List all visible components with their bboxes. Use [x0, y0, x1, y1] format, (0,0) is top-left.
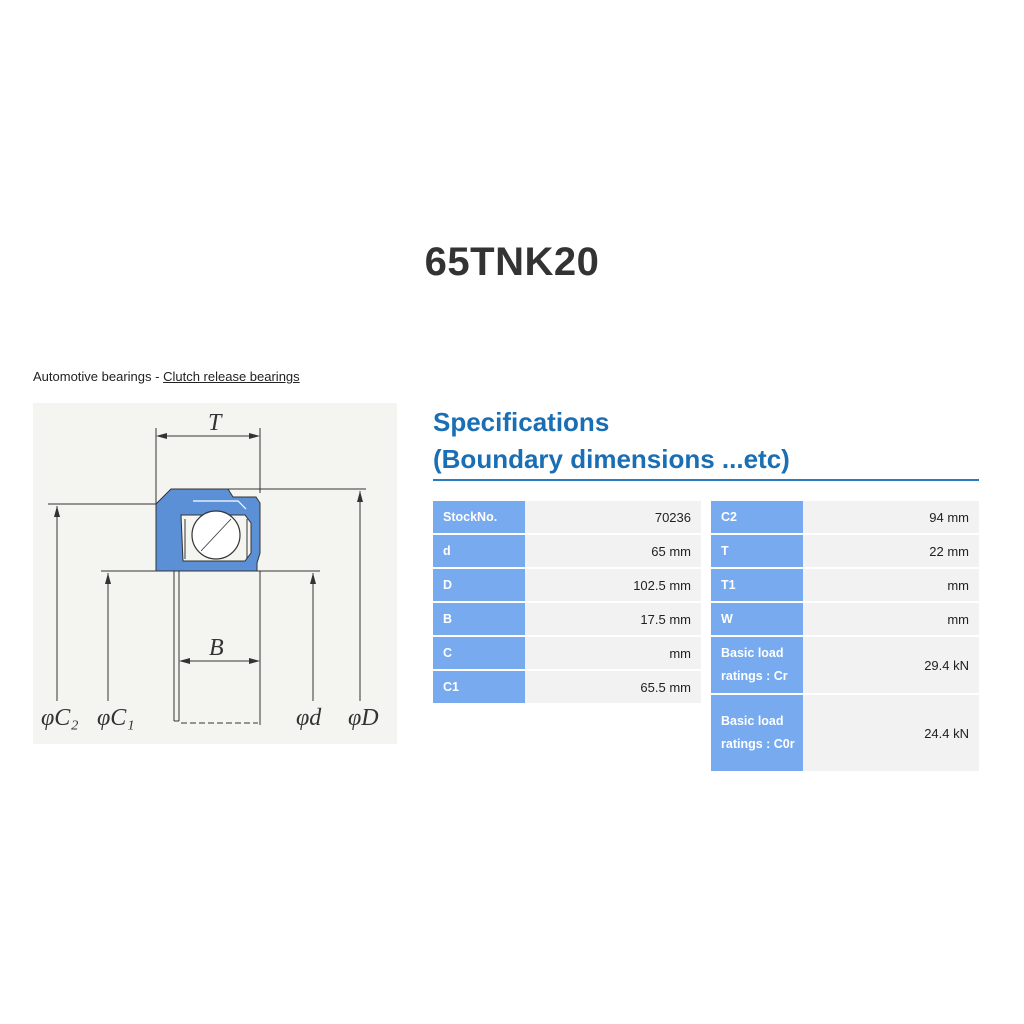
spec-key: C2 — [711, 501, 803, 535]
spec-key: d — [433, 535, 525, 569]
specifications-title-line2: (Boundary dimensions ...etc) — [433, 444, 790, 474]
spec-row: StockNo. 70236 — [433, 501, 701, 535]
spec-value: 22 mm — [803, 535, 979, 569]
spec-value: 70236 — [525, 501, 701, 535]
page-title: 65TNK20 — [424, 240, 600, 284]
spec-row: C mm — [433, 637, 701, 671]
spec-key: C1 — [433, 671, 525, 705]
spec-value: 65 mm — [525, 535, 701, 569]
spec-value: 17.5 mm — [525, 603, 701, 637]
breadcrumb: Automotive bearings - Clutch release bea… — [33, 369, 300, 384]
specifications-divider — [433, 479, 979, 481]
spec-row: Basic load ratings : C0r 24.4 kN — [711, 695, 979, 773]
spec-key: T1 — [711, 569, 803, 603]
spec-table-right: C2 94 mm T 22 mm T1 mm W mm Basic load r… — [711, 501, 979, 773]
spec-value: 24.4 kN — [803, 695, 979, 773]
label-d-outer: φD — [348, 705, 379, 731]
breadcrumb-link-clutch-release-bearings[interactable]: Clutch release bearings — [163, 369, 300, 384]
label-c2: φC₂ — [41, 705, 79, 731]
spec-value: 102.5 mm — [525, 569, 701, 603]
spec-key: W — [711, 603, 803, 637]
spec-row: T1 mm — [711, 569, 979, 603]
spec-row: B 17.5 mm — [433, 603, 701, 637]
spec-value: 94 mm — [803, 501, 979, 535]
spec-key: D — [433, 569, 525, 603]
spec-key: B — [433, 603, 525, 637]
spec-value: 29.4 kN — [803, 637, 979, 695]
spec-row: d 65 mm — [433, 535, 701, 569]
spec-row: D 102.5 mm — [433, 569, 701, 603]
spec-key: C — [433, 637, 525, 671]
spec-key: StockNo. — [433, 501, 525, 535]
label-t: T — [208, 410, 223, 436]
specifications-title-line1: Specifications — [433, 407, 610, 437]
bearing-cross-section-diagram: T B φC₂ φC₁ φd φD — [33, 403, 397, 744]
spec-value: mm — [525, 637, 701, 671]
spec-key: Basic load ratings : C0r — [711, 695, 803, 773]
spec-row: Basic load ratings : Cr 29.4 kN — [711, 637, 979, 695]
label-b: B — [209, 635, 224, 661]
breadcrumb-separator: - — [151, 369, 164, 384]
spec-value: mm — [803, 603, 979, 637]
spec-row: W mm — [711, 603, 979, 637]
spec-row: T 22 mm — [711, 535, 979, 569]
spec-value: mm — [803, 569, 979, 603]
label-d: φd — [296, 705, 322, 731]
spec-row: C1 65.5 mm — [433, 671, 701, 705]
spec-table-left: StockNo. 70236 d 65 mm D 102.5 mm B 17.5… — [433, 501, 701, 705]
spec-value: 65.5 mm — [525, 671, 701, 705]
spec-row: C2 94 mm — [711, 501, 979, 535]
breadcrumb-category: Automotive bearings — [33, 369, 152, 384]
label-c1: φC₁ — [97, 705, 135, 731]
spec-key: Basic load ratings : Cr — [711, 637, 803, 695]
spec-key: T — [711, 535, 803, 569]
specifications-heading: Specifications (Boundary dimensions ...e… — [433, 404, 979, 478]
